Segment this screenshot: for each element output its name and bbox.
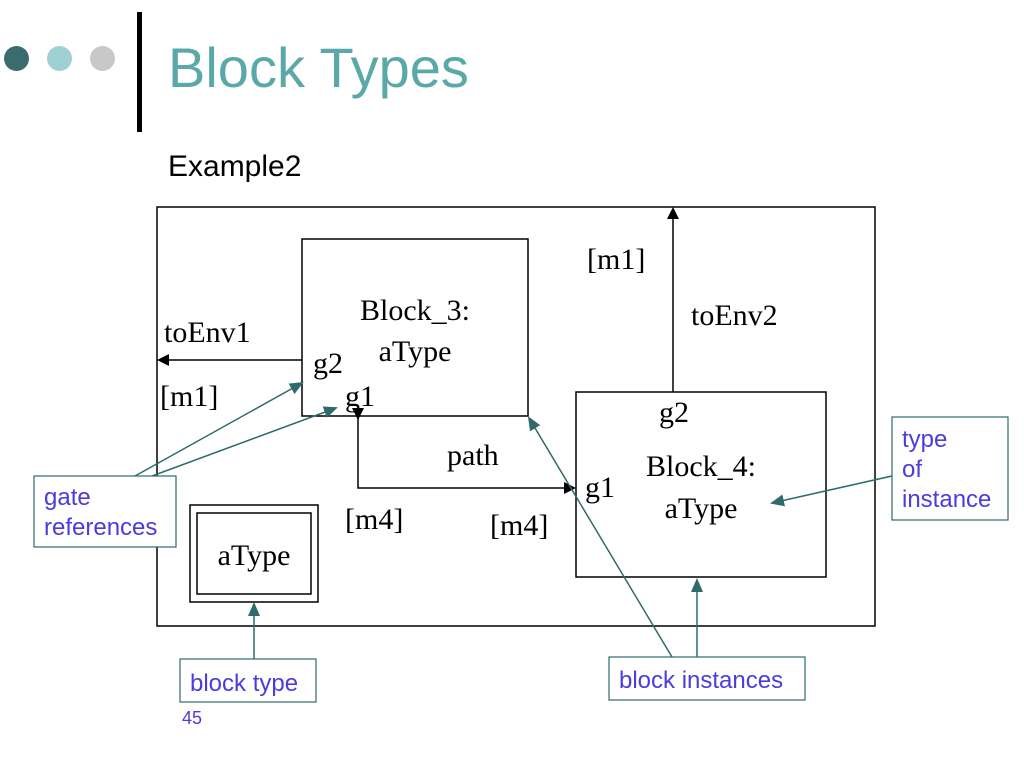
callout-type-of-instance-line2: of	[902, 456, 922, 483]
callout-box-gate-references	[33, 475, 177, 548]
callout-line-gate-g2	[134, 382, 304, 477]
callout-type-of-instance-line1: type	[902, 426, 947, 453]
channel-path	[352, 408, 576, 494]
label-m1-top: [m1]	[587, 243, 645, 276]
bullet-dot-dark	[4, 46, 29, 71]
callout-block-type: block type	[190, 670, 298, 697]
label-m4-left: [m4]	[345, 503, 403, 536]
slide-number: 45	[182, 708, 203, 728]
system-frame	[156, 206, 876, 627]
gate-g1-block3: g1	[345, 380, 375, 413]
type-box-label: aType	[218, 539, 291, 572]
type-box-inner	[196, 512, 312, 595]
slide-title: Block Types	[168, 36, 469, 99]
label-m4-right: [m4]	[490, 509, 548, 542]
gate-g2-block4: g2	[659, 396, 689, 429]
block3-label-line1: Block_3:	[360, 294, 470, 327]
label-m1-left: [m1]	[160, 380, 218, 413]
gate-g1-block4: g1	[585, 471, 615, 504]
block4-box	[575, 391, 827, 578]
callout-box-block-type	[179, 658, 317, 703]
slide-subtitle: Example2	[168, 150, 302, 183]
callout-line-instance-block3	[527, 416, 673, 658]
callout-gate-references-line1: gate	[44, 484, 91, 511]
callout-type-of-instance-line3: instance	[902, 486, 991, 513]
label-path: path	[447, 439, 499, 472]
callout-gate-references-line2: references	[44, 514, 157, 541]
block3-label-line2: aType	[379, 335, 452, 368]
gate-g2-block3: g2	[313, 347, 343, 380]
callout-line-gate-g1	[151, 406, 338, 477]
block4-label-line1: Block_4:	[646, 450, 756, 483]
type-box-outer	[189, 504, 319, 603]
label-toenv1: toEnv1	[164, 316, 251, 349]
callout-box-type-of-instance	[891, 416, 1009, 521]
block3-box	[301, 238, 529, 417]
block4-label-line2: aType	[665, 492, 738, 525]
callout-line-type-of-instance	[770, 475, 893, 507]
callout-box-block-instances	[608, 656, 806, 701]
bullet-dot-grey	[90, 46, 115, 71]
title-divider	[137, 12, 142, 132]
bullet-dot-light	[47, 46, 72, 71]
label-toenv2: toEnv2	[691, 299, 778, 332]
callout-block-instances: block instances	[619, 667, 783, 694]
